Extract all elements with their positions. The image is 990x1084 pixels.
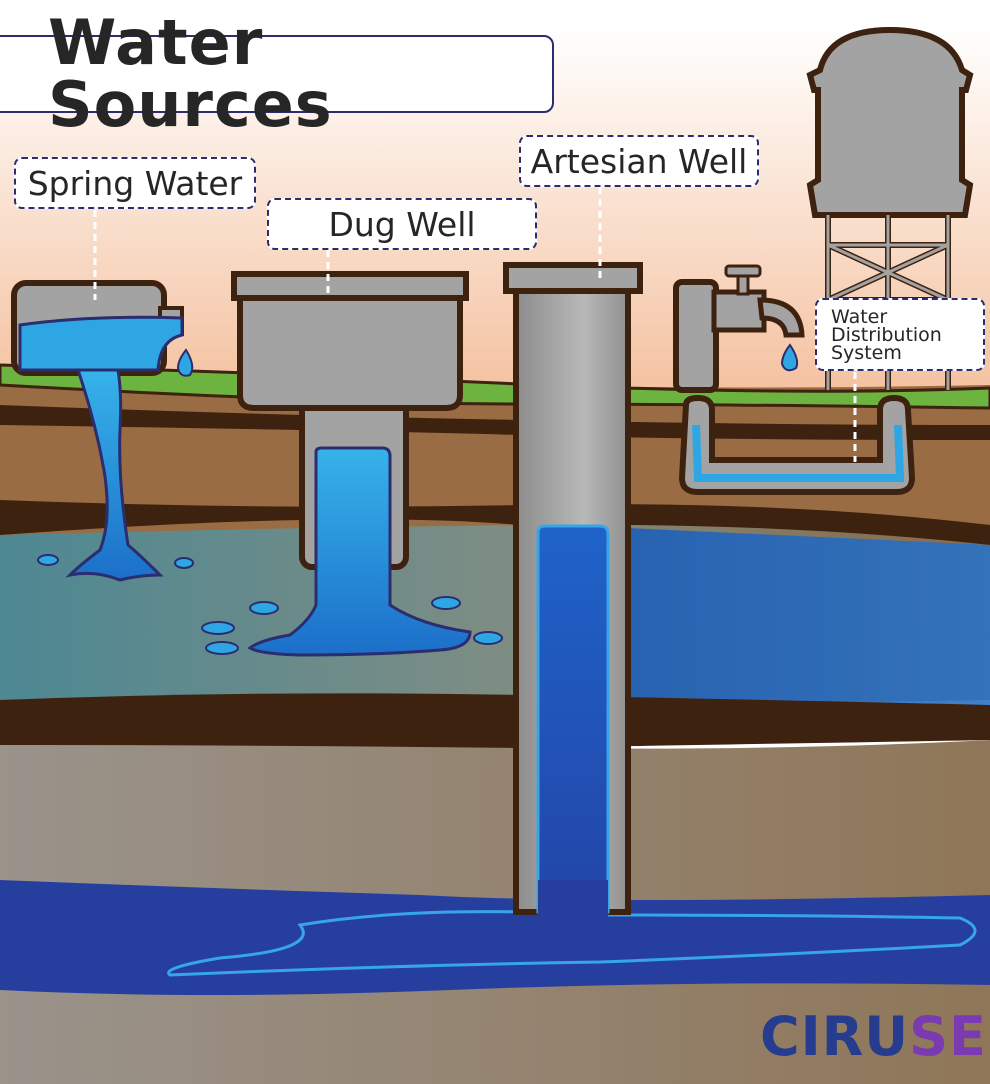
deep-aquifer bbox=[0, 880, 990, 995]
label-dug-well-text: Dug Well bbox=[328, 204, 476, 244]
label-dug-well: Dug Well bbox=[267, 198, 537, 250]
label-spring-water: Spring Water bbox=[14, 157, 256, 209]
page-title: Water Sources bbox=[48, 6, 333, 141]
label-spring-water-text: Spring Water bbox=[27, 163, 243, 203]
dug-well-feature bbox=[201, 250, 503, 657]
label-water-distribution-line1: Water bbox=[831, 305, 888, 328]
aquifer-water-right bbox=[628, 528, 990, 705]
label-water-distribution-line2: Distribution bbox=[831, 323, 942, 346]
spring-water-feature bbox=[11, 210, 194, 582]
label-water-distribution-line3: System bbox=[831, 341, 902, 364]
logo-text-part2: SES bbox=[909, 1005, 990, 1068]
brand-logo: CIRUSES bbox=[760, 1010, 990, 1064]
label-artesian-well: Artesian Well bbox=[519, 135, 759, 187]
label-artesian-well-text: Artesian Well bbox=[530, 141, 748, 181]
artesian-well-feature bbox=[503, 187, 643, 925]
title-box: Water Sources bbox=[0, 12, 554, 136]
label-water-distribution: Water Distribution System bbox=[815, 298, 985, 371]
soil-band-3 bbox=[0, 693, 990, 749]
soil-band-1 bbox=[0, 405, 990, 440]
logo-text-part1: CIRU bbox=[760, 1005, 910, 1068]
